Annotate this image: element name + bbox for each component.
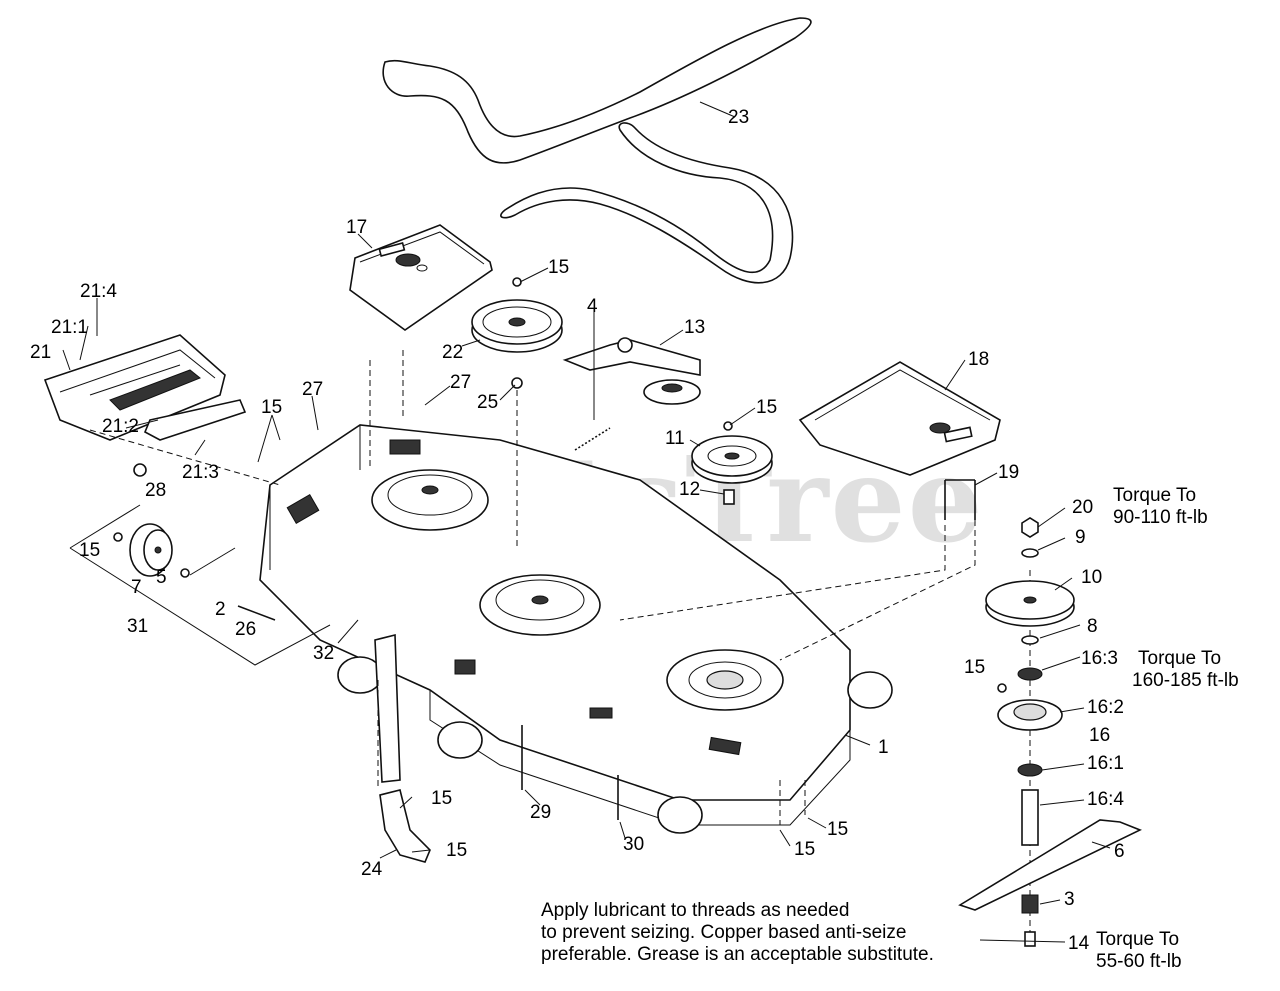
callout-16-4: 16:4 [1087,789,1124,810]
deck-1 [259,424,893,834]
callout-4: 4 [587,296,598,317]
guard-21 [43,334,226,441]
callout-1: 1 [878,737,889,758]
bolt-26 [237,605,276,621]
callout-25: 25 [477,392,499,413]
callout-2: 2 [215,599,226,620]
bracket-line-31a [69,504,141,549]
spindle-stack [958,517,1142,947]
callout-21-1: 21:1 [51,317,88,338]
cover-17 [349,224,493,331]
callout-23: 23 [728,107,750,128]
callout-26: 26 [235,619,257,640]
callout-12: 12 [679,479,701,500]
torque-note-nut: Torque To 90-110 ft-lb [1113,485,1208,528]
callout-15: 15 [964,657,986,678]
bracket-line-31c [189,547,236,576]
callout-16: 16 [1089,725,1111,746]
callout-18: 18 [968,349,990,370]
bracket-21-3 [133,399,247,477]
callout-19: 19 [998,462,1020,483]
callout-20: 20 [1072,497,1094,518]
torque-note-spindle: Torque To 160-185 ft-lb [1132,648,1239,691]
callout-15: 15 [431,788,453,809]
callout-28: 28 [145,480,167,501]
pulley-11 [691,421,773,505]
bracket-line-31b [69,547,331,666]
callout-7: 7 [131,577,142,598]
callout-16-2: 16:2 [1087,697,1124,718]
callout-31: 31 [127,616,149,637]
pins-19 [944,479,976,520]
callout-9: 9 [1075,527,1086,548]
callout-24: 24 [361,859,383,880]
callout-10: 10 [1081,567,1103,588]
callout-15: 15 [261,397,283,418]
spring-4 [574,427,611,451]
callout-15: 15 [79,540,101,561]
callout-27: 27 [450,372,472,393]
pulley-22 [471,277,563,389]
belt-23 [382,17,812,284]
lubricant-note: Apply lubricant to threads as needed to … [541,900,934,965]
callout-15: 15 [794,839,816,860]
callout-15: 15 [756,397,778,418]
callout-21-2: 21:2 [102,416,139,437]
callout-30: 30 [623,834,645,855]
callout-21-3: 21:3 [182,462,219,483]
callout-16-1: 16:1 [1087,753,1124,774]
callout-14: 14 [1068,933,1090,954]
callout-22: 22 [442,342,464,363]
bracket-24 [374,633,431,863]
callout-27: 27 [302,379,324,400]
assembly-lines [89,350,1031,940]
callout-21: 21 [30,342,52,363]
callout-11: 11 [665,428,685,449]
gauge-wheel-7 [113,523,190,578]
callout-13: 13 [684,317,706,338]
cover-18 [798,361,1001,476]
callout-15: 15 [827,819,849,840]
callout-32: 32 [313,643,335,664]
callout-15: 15 [446,840,468,861]
callout-29: 29 [530,802,552,823]
callout-5: 5 [156,567,167,588]
callout-8: 8 [1087,616,1098,637]
leader-lines [62,101,1111,943]
callout-17: 17 [346,217,368,238]
callout-15: 15 [548,257,570,278]
callout-6: 6 [1114,841,1125,862]
callout-3: 3 [1064,889,1075,910]
callout-21-4: 21:4 [80,281,117,302]
callout-16-3: 16:3 [1081,648,1118,669]
torque-note-bolt: Torque To 55-60 ft-lb [1096,929,1182,972]
idler-arm-13 [562,337,701,405]
